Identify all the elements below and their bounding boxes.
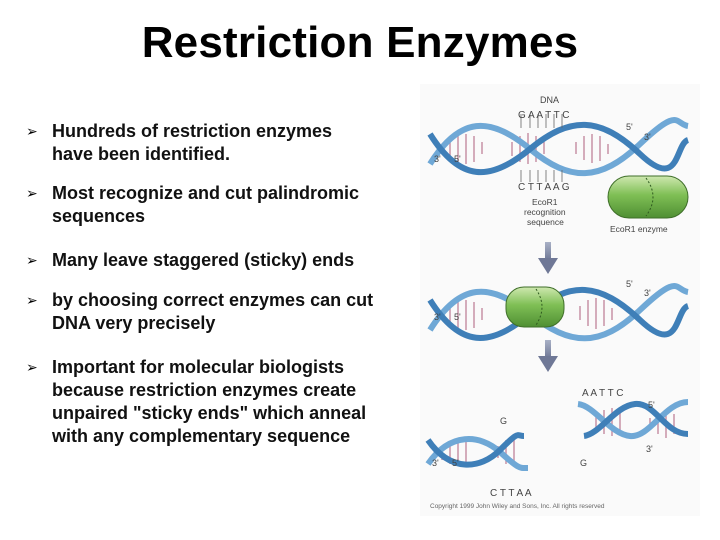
dna-label: DNA — [540, 95, 559, 105]
bullet-text: Hundreds of restriction enzymes have bee… — [52, 121, 333, 164]
bullet-item: ➢ by choosing correct enzymes can cut DN… — [26, 289, 421, 335]
enzyme-label: EcoR1 enzyme — [610, 224, 668, 234]
arrowhead-bullet-icon: ➢ — [26, 359, 38, 375]
strand-end-label: 5' — [626, 122, 633, 132]
dna-helix-middle — [427, 283, 690, 342]
dna-helix-top — [427, 114, 690, 182]
top-strand-sequence: G A A T T C — [518, 110, 570, 121]
slide-title: Restriction Enzymes — [141, 18, 579, 67]
strand-end-label: 3' — [434, 154, 441, 164]
sticky-end-sequence: C T T A A — [490, 488, 532, 499]
bottom-strand-sequence: C T T A A G — [518, 182, 570, 193]
bullet-item: ➢ Many leave staggered (sticky) ends — [26, 249, 421, 272]
arrow-down-icon — [538, 340, 558, 372]
recognition-label: EcoR1 — [532, 197, 558, 207]
figure-canvas: DNA G A A T T C C T T A A G 5' 3' 3' 5' … — [425, 95, 690, 510]
dna-fragment-right — [577, 399, 689, 439]
bullet-text: by choosing correct enzymes can cut DNA … — [52, 290, 374, 333]
figure-copyright: Copyright 1999 John Wiley and Sons, Inc.… — [430, 503, 605, 510]
recognition-label: recognition — [524, 207, 566, 217]
sticky-end-sequence: A A T T C — [582, 388, 624, 399]
bullet-item: ➢ Most recognize and cut palindromic seq… — [26, 182, 421, 228]
strand-end-label: 3' — [644, 132, 651, 142]
strand-end-label: 3' — [646, 444, 653, 454]
restriction-enzyme-figure: DNA G A A T T C C T T A A G 5' 3' 3' 5' … — [420, 84, 700, 516]
strand-end-label: 5' — [454, 312, 461, 322]
strand-end-label: 5' — [452, 458, 459, 468]
strand-end-label: 3' — [432, 458, 439, 468]
enzyme-icon — [607, 175, 689, 219]
strand-end-label: 5' — [454, 154, 461, 164]
strand-end-label: 3' — [434, 312, 441, 322]
strand-end-label: 3' — [644, 288, 651, 298]
base-label: G — [500, 416, 507, 426]
bullet-item: ➢ Important for molecular biologists bec… — [26, 356, 421, 448]
recognition-label: sequence — [527, 217, 564, 227]
base-label: G — [580, 458, 587, 468]
bullet-text: Important for molecular biologists becau… — [52, 357, 367, 446]
dna-fragment-left — [425, 432, 529, 472]
strand-end-label: 5' — [626, 279, 633, 289]
arrowhead-bullet-icon: ➢ — [26, 123, 38, 139]
arrowhead-bullet-icon: ➢ — [26, 252, 38, 268]
arrowhead-bullet-icon: ➢ — [26, 185, 38, 201]
bullet-item: ➢ Hundreds of restriction enzymes have b… — [26, 120, 421, 166]
bullet-text: Most recognize and cut palindromic seque… — [52, 183, 360, 226]
strand-end-label: 5' — [648, 400, 655, 410]
bullet-text: Many leave staggered (sticky) ends — [52, 250, 355, 270]
arrow-down-icon — [538, 242, 558, 274]
arrowhead-bullet-icon: ➢ — [26, 292, 38, 308]
